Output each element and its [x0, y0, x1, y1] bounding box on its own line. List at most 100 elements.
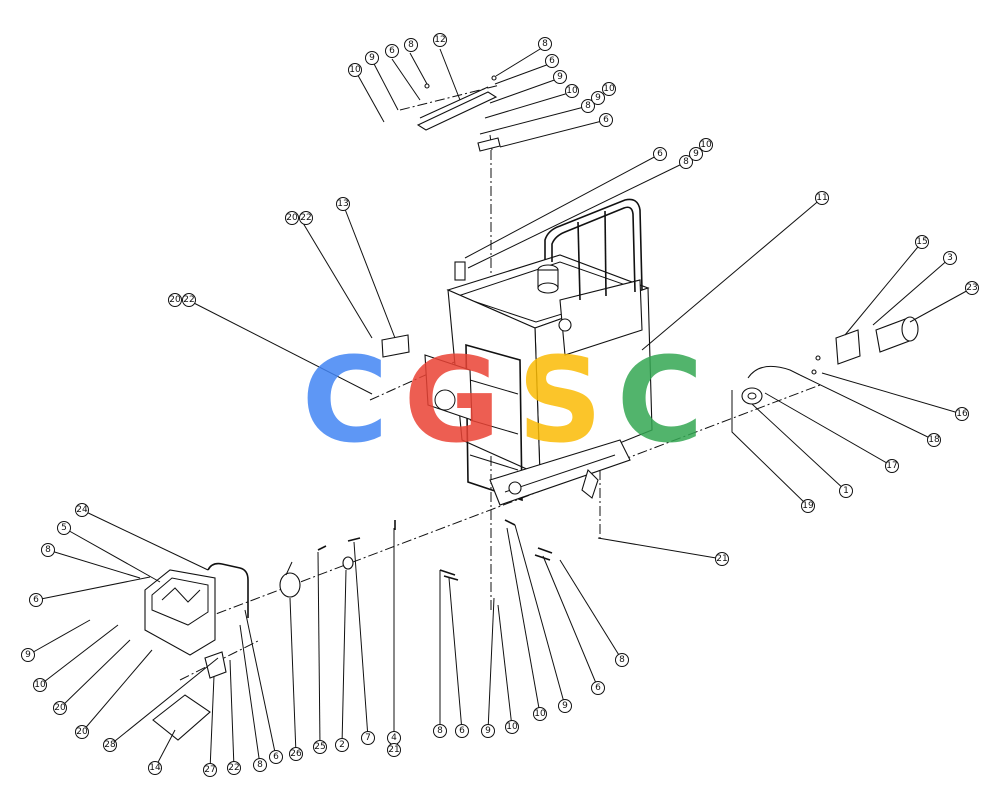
callout-19: 19	[801, 499, 815, 513]
callout-label: 19	[802, 501, 814, 511]
callout-circle	[299, 211, 313, 225]
callout-label: 10	[506, 722, 518, 732]
callout-16: 16	[955, 407, 969, 421]
callout-8: 8	[615, 653, 629, 667]
callout-8: 8	[404, 38, 418, 52]
callout-label: 22	[228, 763, 239, 773]
callout-6: 6	[269, 750, 283, 764]
callout-circle	[455, 724, 469, 738]
callout-circle	[591, 681, 605, 695]
callout-label: 3	[947, 253, 953, 263]
callout-6: 6	[599, 113, 613, 127]
callout-circle	[591, 91, 605, 105]
callout-20: 20	[285, 211, 299, 225]
watermark-letter: S	[518, 331, 603, 469]
callout-8: 8	[433, 724, 447, 738]
callout-circle	[689, 147, 703, 161]
callout-label: 6	[657, 149, 663, 159]
callout-label: 9	[485, 726, 491, 736]
callout-5: 5	[57, 521, 71, 535]
callout-20: 20	[75, 725, 89, 739]
callout-circle	[815, 191, 829, 205]
callout-circle	[538, 37, 552, 51]
callout-10: 10	[348, 63, 362, 77]
callout-28: 28	[103, 738, 117, 752]
callout-circle	[801, 499, 815, 513]
callout-label: 9	[557, 72, 563, 82]
callout-3: 3	[943, 251, 957, 265]
callout-6: 6	[385, 44, 399, 58]
callout-circle	[182, 293, 196, 307]
callout-circle	[57, 521, 71, 535]
callout-17: 17	[885, 459, 899, 473]
callout-circle	[699, 138, 713, 152]
callout-label: 8	[683, 157, 689, 167]
callout-label: 8	[542, 39, 548, 49]
callout-circle	[21, 648, 35, 662]
callout-circle	[558, 699, 572, 713]
callout-10: 10	[565, 84, 579, 98]
callout-label: 17	[886, 461, 897, 471]
callout-label: 6	[459, 726, 465, 736]
watermark-letter: C	[617, 331, 704, 469]
callout-10: 10	[505, 720, 519, 734]
callout-circle	[253, 758, 267, 772]
callout-6: 6	[653, 147, 667, 161]
callout-label: 22	[300, 213, 311, 223]
callout-label: 16	[956, 409, 968, 419]
callout-10: 10	[699, 138, 713, 152]
callout-circle	[481, 724, 495, 738]
callout-9: 9	[558, 699, 572, 713]
callout-label: 26	[290, 749, 302, 759]
callout-label: 10	[566, 86, 578, 96]
callout-label: 21	[716, 554, 727, 564]
callout-label: 9	[595, 93, 601, 103]
callout-2: 2	[335, 738, 349, 752]
callout-23: 23	[965, 281, 979, 295]
callout-label: 8	[45, 545, 51, 555]
callout-20: 20	[168, 293, 182, 307]
callout-circle	[581, 99, 595, 113]
callout-25: 25	[313, 740, 327, 754]
callout-circle	[168, 293, 182, 307]
callout-label: 23	[966, 283, 977, 293]
callout-label: 6	[389, 46, 395, 56]
callout-label: 14	[149, 763, 161, 773]
callout-circle	[53, 701, 67, 715]
callout-label: 28	[104, 740, 116, 750]
callout-label: 9	[369, 53, 375, 63]
callout-circle	[915, 235, 929, 249]
callout-22: 22	[182, 293, 196, 307]
callout-label: 8	[585, 101, 591, 111]
callout-8: 8	[253, 758, 267, 772]
callout-circle	[599, 113, 613, 127]
callout-circle	[955, 407, 969, 421]
callout-circle	[715, 552, 729, 566]
callout-circle	[348, 63, 362, 77]
callout-circle	[565, 84, 579, 98]
callout-label: 21	[388, 745, 399, 755]
callout-12: 12	[433, 33, 447, 47]
callout-27: 27	[203, 763, 217, 777]
callout-circle	[927, 433, 941, 447]
callout-label: 2	[339, 740, 345, 750]
callout-circle	[943, 251, 957, 265]
callout-10: 10	[602, 82, 616, 96]
callout-circle	[33, 678, 47, 692]
leader-lines	[27, 45, 973, 771]
callout-circle	[29, 593, 43, 607]
callout-9: 9	[689, 147, 703, 161]
watermark-letter: G	[404, 331, 501, 469]
callout-circle	[885, 459, 899, 473]
callout-circle	[553, 70, 567, 84]
callout-circle	[227, 761, 241, 775]
callout-18: 18	[927, 433, 941, 447]
callout-label: 10	[34, 680, 46, 690]
callout-9: 9	[591, 91, 605, 105]
callout-6: 6	[29, 593, 43, 607]
callout-label: 10	[603, 84, 615, 94]
callout-8: 8	[41, 543, 55, 557]
callout-circle	[269, 750, 283, 764]
